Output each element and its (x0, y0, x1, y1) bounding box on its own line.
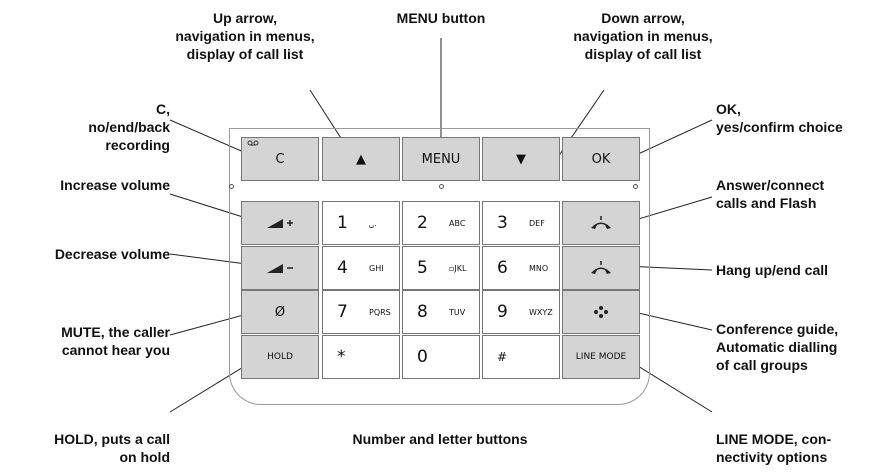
hold-button[interactable]: HOLD (241, 335, 319, 379)
number-key-7[interactable]: 7 PQRS (322, 290, 400, 334)
indicator-dot-left (229, 184, 234, 189)
down-arrow-icon: ▼ (516, 151, 526, 167)
mute-icon: Ø (274, 304, 286, 320)
conference-button[interactable] (562, 290, 640, 334)
star-key[interactable]: * (322, 335, 400, 379)
ok-button[interactable]: OK (562, 137, 640, 181)
number-key-digit: 3 (497, 213, 508, 233)
label-c-key: C, no/end/back recording (88, 101, 170, 153)
voicemail-icon (247, 140, 259, 147)
label-menu: MENU button (396, 10, 486, 26)
mute-button[interactable]: Ø (241, 290, 319, 334)
number-key-4[interactable]: 4 GHI (322, 246, 400, 290)
number-key-letters: WXYZ (529, 307, 553, 317)
number-key-letters: PQRS (369, 307, 391, 317)
number-key-letters: ABC (449, 218, 466, 228)
volume-up-icon (265, 216, 295, 230)
number-key-digit: # (497, 350, 508, 364)
volume-down-button[interactable] (241, 246, 319, 290)
conference-icon (593, 305, 609, 319)
down-arrow-button[interactable]: ▼ (482, 137, 560, 181)
volume-up-button[interactable] (241, 201, 319, 245)
label-conference: Conference guide, Automatic dialling of … (716, 321, 839, 373)
hang-up-icon (588, 260, 614, 276)
label-increase-volume: Increase volume (60, 177, 170, 193)
number-key-digit: 7 (337, 302, 348, 322)
c-button-label: C (275, 151, 285, 167)
indicator-dot-center (439, 184, 444, 189)
number-key-digit: 8 (417, 302, 428, 322)
label-ok-key: OK, yes/confirm choice (716, 101, 843, 135)
volume-down-icon (265, 261, 295, 275)
number-key-digit: 4 (337, 258, 348, 278)
label-hang-up: Hang up/end call (716, 262, 829, 278)
number-key-digit: 5 (417, 258, 428, 278)
up-arrow-icon: ▲ (356, 151, 366, 167)
label-line-mode: LINE MODE, con- nectivity options (716, 431, 832, 465)
number-key-letters: DEF (529, 218, 545, 228)
label-decrease-volume: Decrease volume (54, 246, 170, 262)
number-key-letters: ▫JKL (449, 263, 467, 273)
menu-button-label: MENU (421, 151, 461, 167)
label-answer: Answer/connect calls and Flash (716, 177, 825, 211)
indicator-dot-right (633, 184, 638, 189)
number-key-digit: * (337, 347, 346, 367)
keypad-frame (229, 128, 650, 405)
ok-button-label: OK (591, 151, 611, 167)
label-mute: MUTE, the caller cannot hear you (61, 324, 170, 358)
number-key-digit: 1 (337, 213, 348, 233)
up-arrow-button[interactable]: ▲ (322, 137, 400, 181)
number-key-3[interactable]: 3 DEF (482, 201, 560, 245)
keypad-frame-top (229, 128, 650, 129)
number-key-2[interactable]: 2 ABC (402, 201, 480, 245)
answer-call-icon (588, 215, 614, 231)
number-key-digit: 0 (417, 347, 428, 367)
hold-button-label: HOLD (267, 352, 293, 362)
number-key-5[interactable]: 5 ▫JKL (402, 246, 480, 290)
number-key-digit: 2 (417, 213, 428, 233)
line-mode-button-label: LINE MODE (575, 352, 627, 362)
label-down-arrow: Down arrow, navigation in menus, display… (573, 10, 713, 62)
c-button[interactable]: C (241, 137, 319, 181)
answer-call-button[interactable] (562, 201, 640, 245)
number-key-letters: MNO (529, 263, 549, 273)
label-number-buttons: Number and letter buttons (352, 431, 528, 447)
number-key-letters: TUV (449, 307, 466, 317)
number-key-0[interactable]: 0 (402, 335, 480, 379)
number-key-6[interactable]: 6 MNO (482, 246, 560, 290)
hash-key[interactable]: # (482, 335, 560, 379)
line-mode-button[interactable]: LINE MODE (562, 335, 640, 379)
number-key-digit: 6 (497, 258, 508, 278)
label-hold: HOLD, puts a call on hold (54, 431, 170, 465)
number-key-digit: 9 (497, 302, 508, 322)
number-key-letters: ␣. (369, 218, 377, 228)
number-key-8[interactable]: 8 TUV (402, 290, 480, 334)
label-up-arrow: Up arrow, navigation in menus, display o… (175, 10, 315, 62)
number-key-9[interactable]: 9 WXYZ (482, 290, 560, 334)
hang-up-button[interactable] (562, 246, 640, 290)
number-key-1[interactable]: 1 ␣. (322, 201, 400, 245)
menu-button[interactable]: MENU (402, 137, 480, 181)
number-key-letters: GHI (369, 263, 384, 273)
